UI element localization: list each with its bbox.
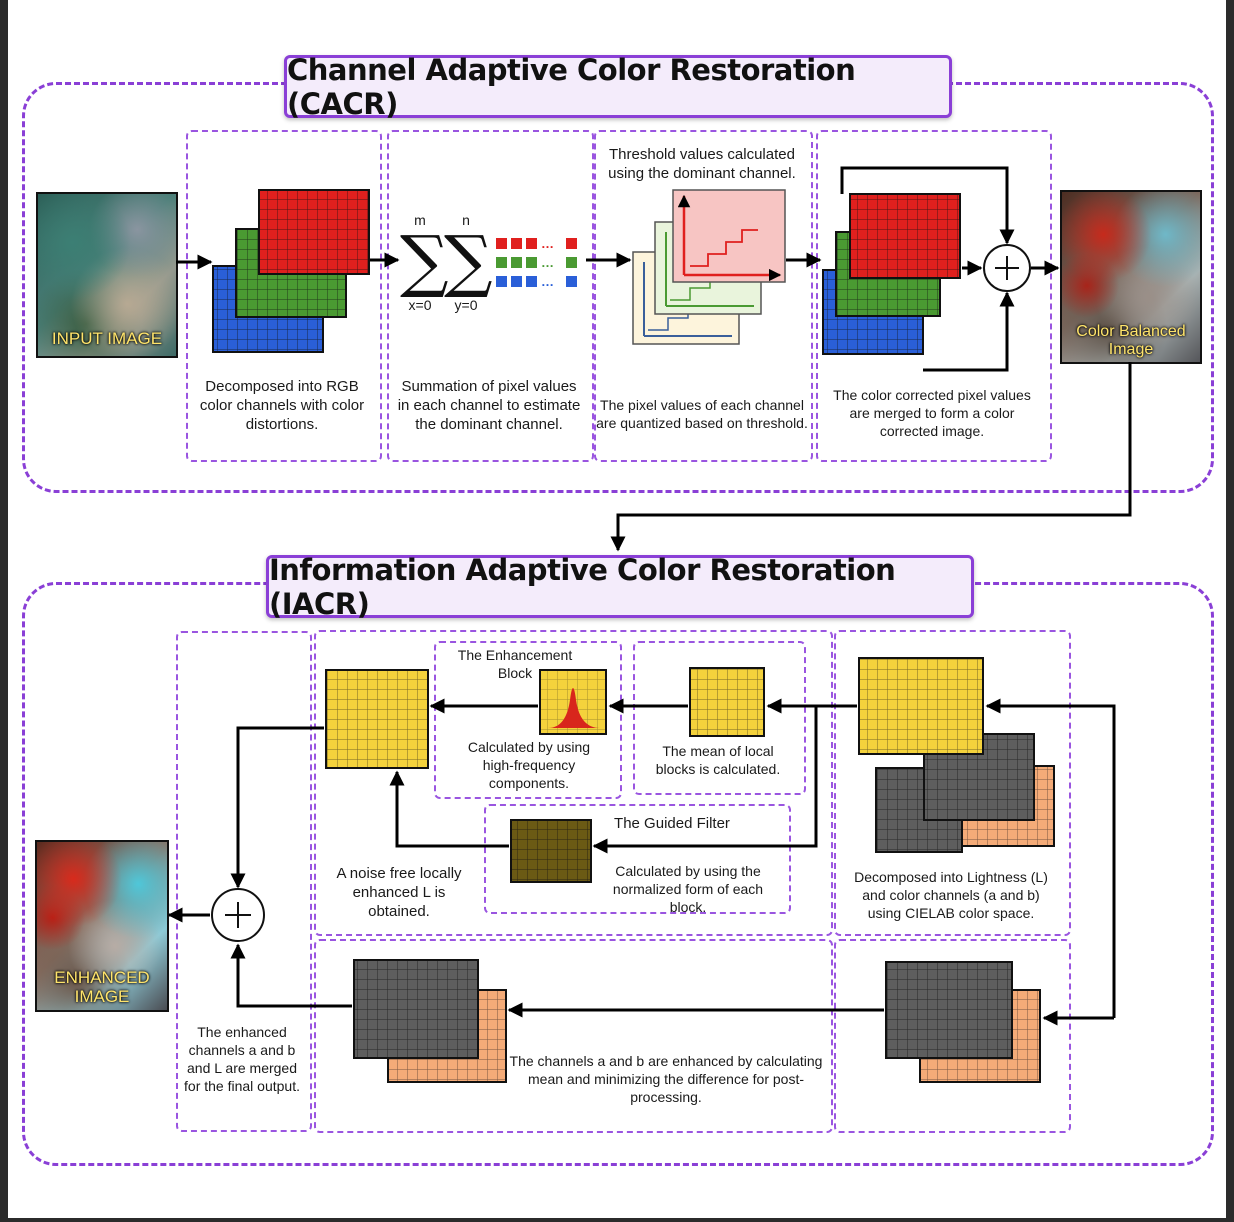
summation-icon: ∑ ∑ (400, 222, 493, 301)
plus-circle-icon (211, 888, 265, 942)
cacr-arrows (176, 166, 1132, 552)
guided-caption: Calculated by using the normalized form … (612, 863, 764, 915)
iacr-arrows (167, 698, 1116, 1026)
staircase-threshold-icon (632, 189, 786, 345)
guided-filter-box (484, 804, 791, 914)
rgb-channel-stack (212, 189, 370, 353)
decompose-box (834, 630, 1071, 936)
merge-box (176, 631, 312, 1132)
step4-caption: The color corrected pixel values are mer… (833, 387, 1031, 439)
color-balanced-image: Color Balanced Image (1060, 190, 1202, 364)
ab-enhance-box (314, 939, 833, 1133)
decompose-caption: Decomposed into Lightness (L) and color … (854, 869, 1048, 921)
pixel-value-icons: … … … (496, 236, 577, 289)
plus-circle-icon (983, 244, 1031, 292)
cacr-step2-box (387, 130, 594, 462)
noise-free-caption: A noise free locally enhanced L is obtai… (336, 865, 462, 920)
step3-top-caption: Threshold values calculated using the do… (608, 146, 796, 182)
svg-text:…: … (541, 236, 554, 251)
cacr-title: Channel Adaptive Color Restoration (CACR… (284, 53, 952, 121)
ab-source-box (834, 939, 1071, 1133)
svg-text:∑: ∑ (444, 222, 493, 301)
guided-filter-title: The Guided Filter (614, 815, 730, 832)
iacr-title: Information Adaptive Color Restoration (… (266, 553, 974, 621)
l-enhance-box (314, 630, 833, 936)
mean-block (689, 667, 765, 737)
guided-filter-block (510, 819, 592, 883)
mean-caption: The mean of local blocks is calculated. (655, 743, 781, 777)
sum-lower-x: x=0 (408, 297, 432, 313)
corrected-channel-stack (822, 193, 961, 355)
step3-bottom-caption: The pixel values of each channel are qua… (596, 397, 808, 431)
ab-source-stack (885, 961, 1041, 1083)
step2-caption: Summation of pixel values in each channe… (397, 378, 581, 433)
cacr-step3-box (594, 130, 813, 462)
svg-text:…: … (541, 274, 554, 289)
diagram-graphics: ∑ ∑ … … … (167, 166, 1132, 1083)
color-balanced-label: Color Balanced Image (1076, 323, 1186, 358)
sum-upper-n: n (462, 212, 470, 228)
mean-block-box (633, 641, 806, 795)
ab-caption: The channels a and b are enhanced by cal… (509, 1053, 823, 1105)
histogram-icon (539, 669, 607, 735)
step1-caption: Decomposed into RGB color channels with … (199, 378, 365, 433)
lab-channel-stack (858, 657, 1055, 853)
svg-text:∑: ∑ (400, 222, 449, 301)
enhanced-image-label: ENHANCED IMAGE (54, 968, 150, 1006)
enhancement-block-title: The Enhancement Block (457, 647, 573, 681)
sum-lower-y: y=0 (454, 297, 478, 313)
cacr-step4-box (816, 130, 1052, 462)
ab-enhanced-stack (353, 959, 507, 1083)
sum-upper-m: m (414, 212, 426, 228)
enhancement-block-box (434, 641, 622, 799)
enhancement-caption: Calculated by using high-frequency compo… (467, 739, 591, 791)
page: Channel Adaptive Color Restoration (CACR… (8, 0, 1226, 1218)
svg-text:…: … (541, 255, 554, 270)
enhanced-image: ENHANCED IMAGE (35, 840, 169, 1012)
merge-caption: The enhanced channels a and b and L are … (184, 1024, 300, 1094)
cacr-step1-box (186, 130, 382, 462)
enhanced-l-channel (325, 669, 429, 769)
input-image: INPUT IMAGE (36, 192, 178, 358)
input-image-label: INPUT IMAGE (51, 329, 163, 348)
